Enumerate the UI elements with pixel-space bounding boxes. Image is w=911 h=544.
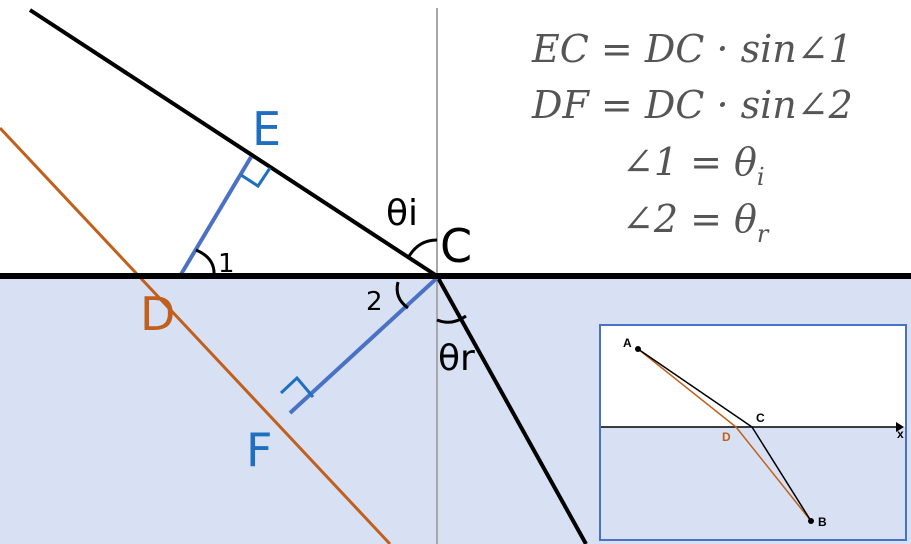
equation-angle-2: ∠2 = θr bbox=[622, 197, 770, 248]
angle-arc-theta-r bbox=[436, 314, 467, 324]
label-theta-r: θr bbox=[438, 338, 475, 379]
label-theta-i: θi bbox=[386, 193, 418, 234]
inset-label-D: D bbox=[722, 430, 731, 444]
perpendicular-CF bbox=[288, 276, 439, 415]
inset-label-x: x bbox=[897, 427, 904, 441]
angle-arc-1 bbox=[195, 248, 216, 276]
inset-path-orange-2 bbox=[735, 426, 812, 522]
right-angle-F bbox=[279, 375, 315, 398]
right-angle-E bbox=[240, 167, 272, 189]
inset-path-black-2 bbox=[751, 426, 812, 522]
angle-arc-theta-i bbox=[406, 238, 438, 259]
inset-point-B bbox=[808, 518, 814, 524]
equation-angle-1: ∠1 = θi bbox=[622, 140, 765, 191]
label-E: E bbox=[252, 102, 281, 156]
angle-arc-2 bbox=[395, 281, 409, 310]
inset-label-B: B bbox=[818, 515, 827, 529]
inset-x-arrow bbox=[896, 422, 904, 432]
label-angle-1: 1 bbox=[218, 249, 235, 279]
inset-path-orange bbox=[637, 348, 737, 428]
perpendicular-DE bbox=[178, 155, 253, 278]
label-F: F bbox=[246, 423, 272, 477]
inset-label-A: A bbox=[623, 336, 632, 350]
ray-orange bbox=[0, 126, 392, 544]
equation-DF: DF = DC · sin∠2 bbox=[531, 83, 853, 127]
inset-lower-medium bbox=[601, 427, 905, 539]
inset-label-C: C bbox=[756, 411, 765, 425]
equation-EC: EC = DC · sin∠1 bbox=[531, 27, 853, 71]
label-angle-2: 2 bbox=[366, 287, 383, 317]
label-C: C bbox=[440, 219, 472, 273]
inset-point-A bbox=[635, 346, 641, 352]
ray-incident bbox=[28, 8, 439, 278]
ray-refracted bbox=[435, 275, 588, 544]
label-D: D bbox=[140, 287, 175, 341]
inset-panel: A B C D x bbox=[599, 324, 907, 541]
inset-path-black bbox=[637, 348, 753, 428]
